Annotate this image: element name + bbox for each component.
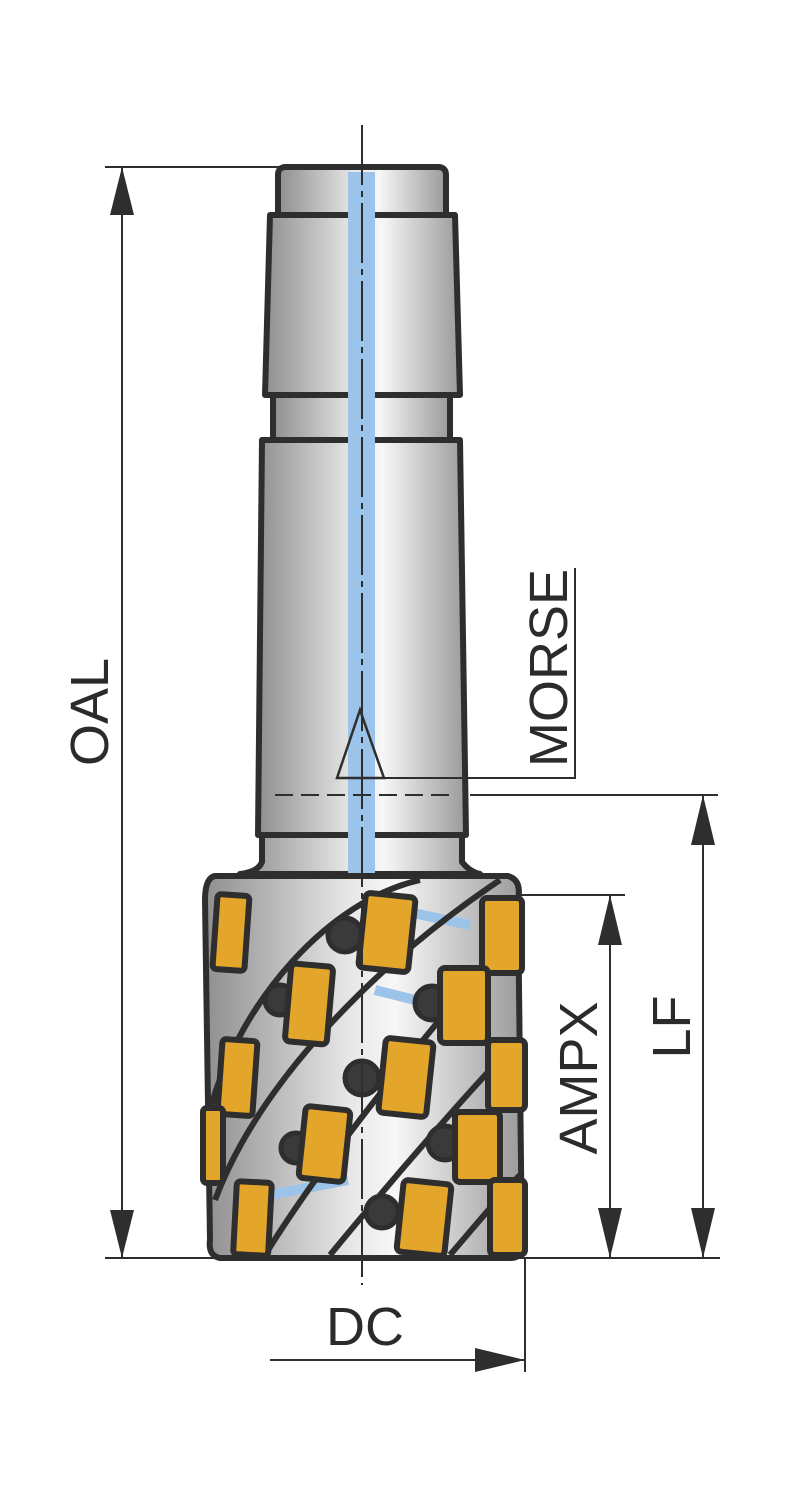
- oal-arrow-top: [110, 167, 134, 215]
- lf-arrow-bottom: [691, 1208, 715, 1258]
- screw: [363, 1193, 401, 1231]
- insert: [355, 890, 419, 975]
- insert: [282, 960, 336, 1048]
- dimension-lines: [105, 166, 720, 1372]
- dimension-arrows: [110, 167, 715, 1372]
- insert: [230, 1178, 275, 1259]
- insert: [295, 1103, 354, 1185]
- morse-label: MORSE: [519, 569, 579, 767]
- lf-arrow-top: [691, 795, 715, 845]
- ampx-label: AMPX: [549, 1001, 609, 1154]
- cutter-head: [200, 873, 528, 1261]
- insert: [437, 965, 491, 1046]
- dc-arrow: [475, 1348, 525, 1372]
- oal-label: OAL: [60, 658, 120, 766]
- insert: [485, 1037, 528, 1113]
- inserts: [200, 890, 528, 1259]
- insert: [393, 1177, 455, 1259]
- ampx-arrow-top: [598, 895, 622, 945]
- insert: [487, 1177, 528, 1258]
- insert: [479, 895, 525, 976]
- insert: [209, 891, 253, 974]
- dc-label: DC: [326, 1297, 404, 1357]
- ampx-arrow-bottom: [598, 1208, 622, 1258]
- lf-label: LF: [642, 995, 702, 1058]
- insert: [214, 1036, 261, 1119]
- insert: [200, 1105, 226, 1186]
- oal-arrow-bottom: [110, 1210, 134, 1258]
- screw: [325, 915, 365, 955]
- insert: [452, 1109, 503, 1185]
- insert: [375, 1035, 437, 1120]
